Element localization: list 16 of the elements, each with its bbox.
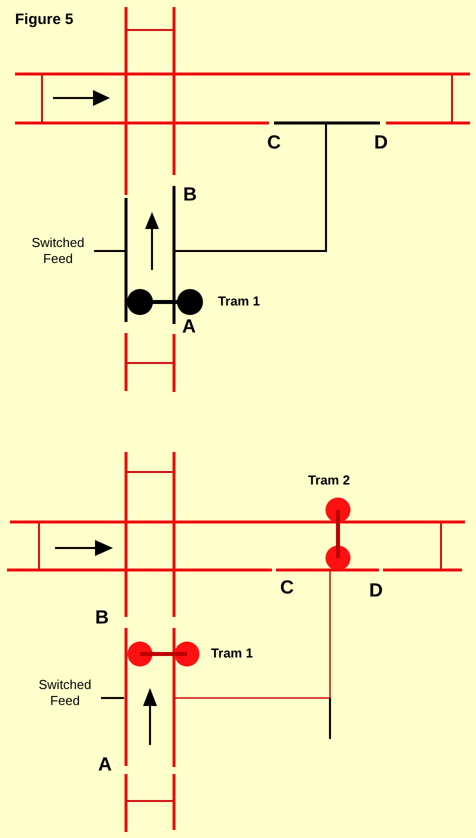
leader-line [101,697,124,699]
leader-line [94,250,125,252]
tram-label: Tram 1 [211,646,253,660]
section-letter: C [280,578,294,598]
section-letter: B [183,186,197,204]
section-letter: C [267,134,281,152]
section-letter: D [374,134,388,152]
section-letter: D [369,582,383,600]
section-letter: A [98,756,112,774]
tram-label: Tram 1 [218,294,260,308]
feed-label: Switched Feed [22,234,94,268]
section-letter: A [182,318,196,336]
feed-label: Switched Feed [29,676,101,710]
tram-label: Tram 2 [308,474,350,486]
figure-title: Figure 5 [15,12,74,27]
section-letter: B [95,608,109,628]
